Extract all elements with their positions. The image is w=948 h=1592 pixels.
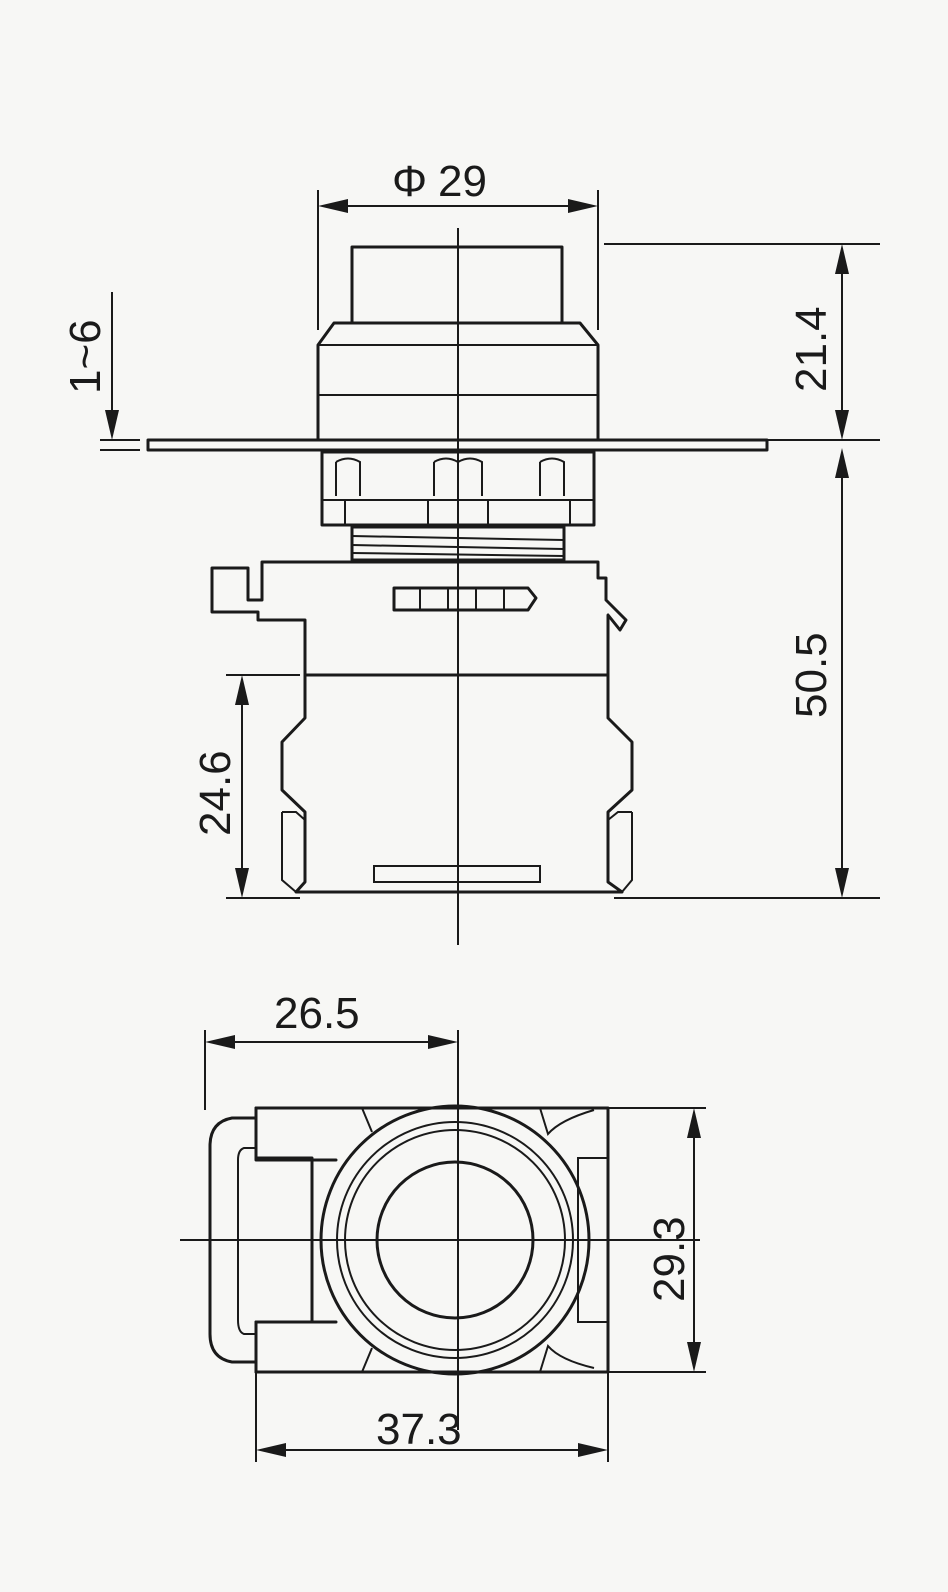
phi-symbol: Φ: [392, 157, 427, 206]
bezel-outer-ring: [319, 1104, 591, 1376]
mounting-panel: [146, 438, 769, 452]
thread: [350, 525, 566, 562]
panel-thickness-label: 1~6: [61, 319, 110, 394]
adapter-latch: [392, 586, 538, 612]
mounting-clip: [208, 1116, 258, 1364]
button-face: [375, 1160, 535, 1320]
actuator-cap: [350, 245, 564, 325]
contact-base-tab: [373, 865, 541, 883]
body-height-label: 50.5: [787, 632, 836, 718]
half-width-label: 26.5: [274, 989, 360, 1038]
depth-label: 29.3: [645, 1216, 694, 1302]
top-view: 26.5 29.3 37.3: [180, 989, 706, 1462]
head-height-label: 21.4: [787, 306, 836, 392]
mounting-adapter: [210, 560, 628, 677]
diameter-label: 29: [438, 157, 487, 206]
bezel: [316, 321, 600, 442]
overall-width-label: 37.3: [376, 1405, 462, 1454]
contact-block: [280, 673, 634, 894]
side-view: Φ 29 21.4 50.5 1~6 24.6: [61, 157, 880, 945]
contact-height-label: 24.6: [191, 750, 240, 836]
